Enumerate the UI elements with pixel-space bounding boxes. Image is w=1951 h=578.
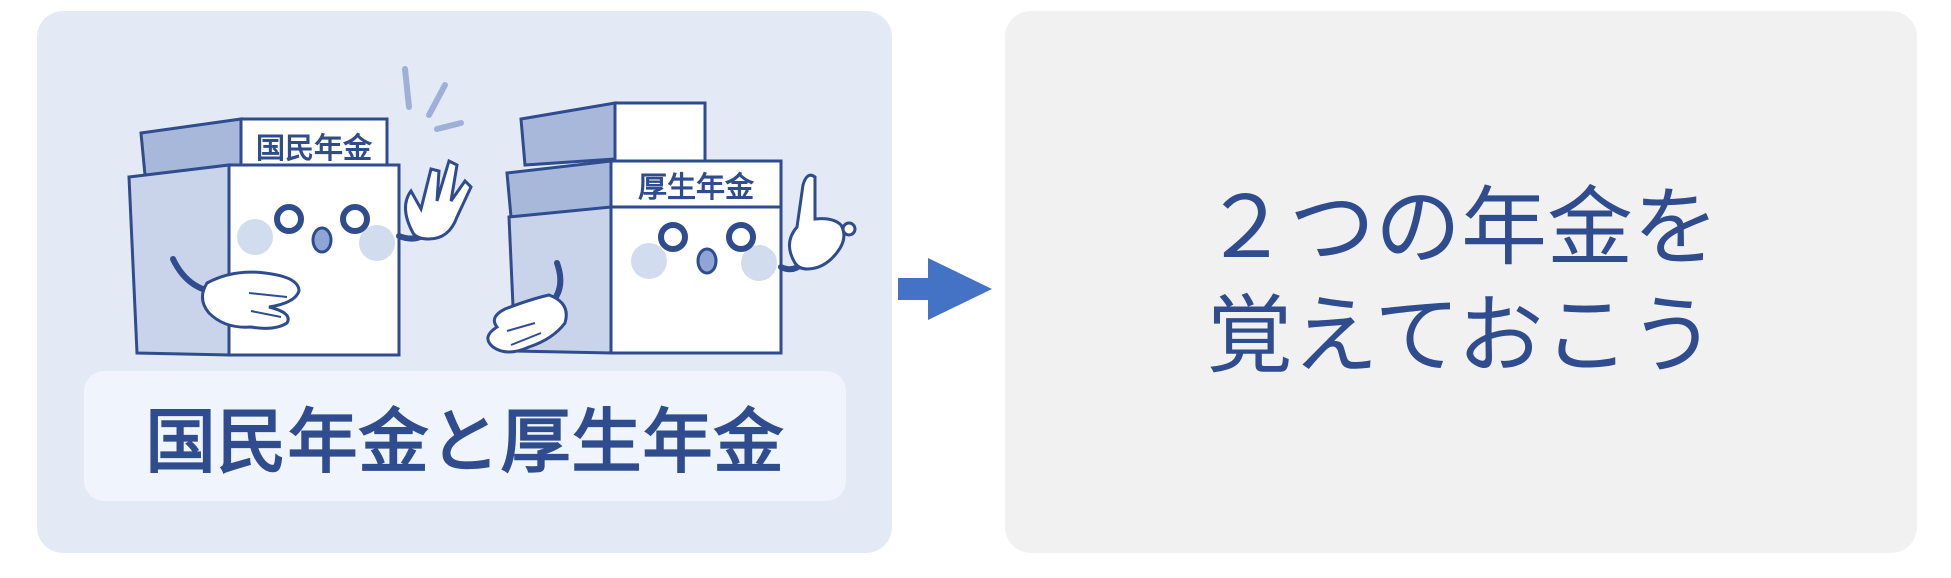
kokumin-nenkin-character: 国民年金: [127, 66, 473, 357]
message-panel: ２つの年金を 覚えておこう: [1005, 11, 1917, 553]
message-line-2: 覚えておこう: [1206, 286, 1716, 386]
arrow-right-icon: [898, 258, 992, 320]
message-text: ２つの年金を 覚えておこう: [1005, 11, 1917, 553]
kousei-nenkin-character: 厚生年金: [486, 101, 857, 355]
kokumin-sign-label: 国民年金: [256, 131, 373, 165]
pension-illustration-panel: 国民年金: [37, 11, 892, 553]
title-box: 国民年金と厚生年金: [84, 371, 846, 501]
message-line-1: ２つの年金を: [1203, 178, 1719, 278]
pension-title: 国民年金と厚生年金: [145, 400, 785, 483]
kousei-sign-label: 厚生年金: [638, 170, 755, 204]
pension-characters-illustration: 国民年金: [127, 66, 857, 357]
